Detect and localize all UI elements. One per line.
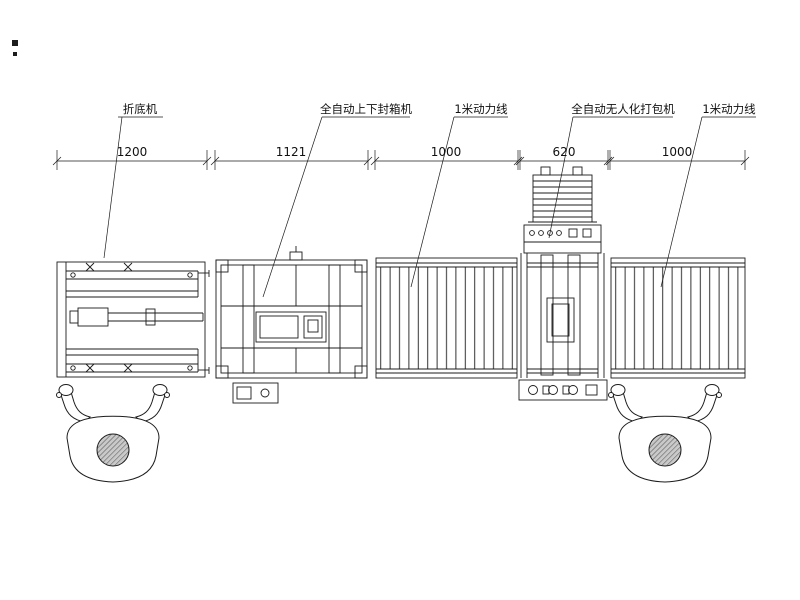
conveyor-2-rollers [611, 267, 745, 369]
dim-case-sealer: 1121 [276, 145, 307, 159]
dim-bottom-folder: 1200 [117, 145, 148, 159]
dim-conveyor-2: 1000 [662, 145, 693, 159]
operator-right [608, 384, 722, 483]
label-strapping-machine: 全自动无人化打包机 [571, 102, 675, 116]
label-case-sealer: 全自动上下封箱机 [320, 102, 412, 116]
label-power-conveyor-1: 1米动力线 [454, 102, 508, 116]
machine-case-sealer [215, 246, 368, 404]
dim-conveyor-1: 1000 [431, 145, 462, 159]
power-conveyor-2 [610, 257, 746, 379]
callout-labels: 折底机 全自动上下封箱机 1米动力线 全自动无人化打包机 1米动力线 [103, 102, 756, 298]
dimension-lines: 1200 1121 1000 620 1000 [52, 145, 750, 170]
conveyor-1-rollers [376, 267, 517, 369]
machine-strapper [518, 166, 608, 401]
operator-left [56, 384, 170, 483]
power-conveyor-1 [375, 257, 518, 379]
corner-mark [12, 40, 18, 56]
dim-strapping-machine: 620 [553, 145, 576, 159]
label-power-conveyor-2: 1米动力线 [702, 102, 756, 116]
label-bottom-folder: 折底机 [123, 102, 158, 116]
machine-bottom-folder [56, 261, 210, 378]
